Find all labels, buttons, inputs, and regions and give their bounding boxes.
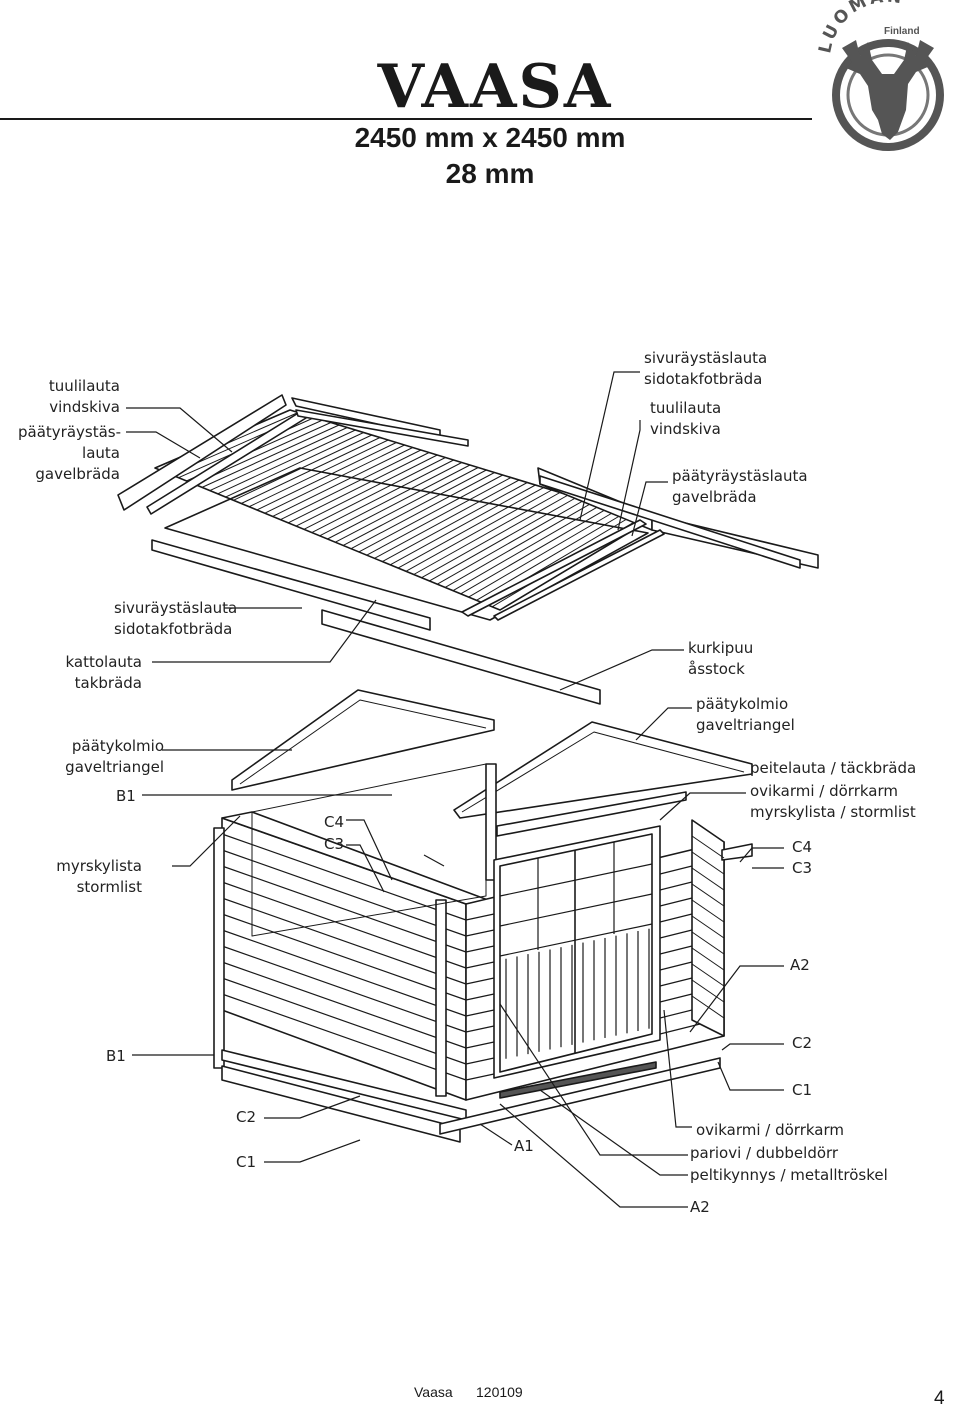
label-c1-right: C1 (792, 1081, 813, 1099)
moose-head-icon (832, 39, 944, 151)
side-eave-lower-piece (151, 539, 431, 631)
label-gable-triangle-right: päätykolmio gaveltriangel (696, 695, 795, 734)
windboard-left-piece (117, 394, 287, 511)
label-a2-bottom: A2 (690, 1198, 710, 1216)
label-c1-left: C1 (236, 1153, 257, 1171)
label-b1-top: B1 (116, 787, 136, 805)
page-title: VAASA (377, 52, 613, 122)
logo-country: Finland (884, 26, 920, 37)
ridge-beam (321, 609, 601, 705)
title-rule (0, 118, 812, 120)
thickness-text: 28 mm (445, 158, 535, 189)
label-gable-board-left: päätyräystäs- lauta gavelbräda (18, 423, 122, 483)
footer-code: 120109 (476, 1384, 523, 1400)
gable-triangle-left-piece (231, 689, 495, 791)
label-a2-right: A2 (790, 956, 810, 974)
floor-beam-c1-left (221, 1065, 461, 1143)
label-c3-left: C3 (324, 835, 345, 853)
dimensions-text: 2450 mm x 2450 mm (354, 122, 626, 153)
back-wall (251, 763, 497, 937)
label-gable-triangle-left: päätykolmio gaveltriangel (65, 737, 164, 776)
label-storm-strip-left: myrskylista stormlist (56, 857, 142, 896)
label-door-frame-top: ovikarmi / dörrkarm (750, 782, 899, 800)
double-door-piece (499, 833, 653, 1073)
label-c3-right: C3 (792, 859, 813, 877)
label-side-eave-top: sivuräystäslauta sidotakfotbräda (644, 349, 768, 388)
luoman-logo: LUOMAN Finland (815, 0, 944, 151)
label-gable-board-right: päätyräystäslauta gavelbräda (672, 467, 808, 506)
label-b1-bottom: B1 (106, 1047, 126, 1065)
label-side-eave-left: sivuräystäslauta sidotakfotbräda (114, 599, 238, 638)
gable-triangle-right-piece (453, 721, 753, 819)
label-c4-right: C4 (792, 838, 813, 856)
label-a1: A1 (514, 1137, 534, 1155)
threshold-strip (499, 1061, 657, 1099)
gable-board-right-piece (539, 475, 801, 569)
label-c4-left: C4 (324, 813, 345, 831)
page-number: 4 (934, 1388, 945, 1409)
label-ridge: kurkipuu åsstock (688, 639, 754, 678)
cover-board-piece (496, 791, 687, 837)
leader-lines (126, 371, 784, 1208)
label-double-door: pariovi / dubbeldörr (690, 1144, 839, 1162)
right-wall (691, 819, 753, 1037)
label-roof-board: kattolauta takbräda (65, 653, 143, 692)
footer-model: Vaasa (414, 1384, 453, 1400)
label-storm-strip-right: myrskylista / stormlist (750, 803, 916, 821)
label-door-frame-bottom: ovikarmi / dörrkarm (696, 1121, 845, 1139)
side-eave-top-piece (291, 397, 469, 447)
label-windboard-right: tuulilauta vindskiva (650, 399, 722, 438)
label-cover-board: peitelauta / täckbräda (750, 759, 917, 777)
label-c2-left: C2 (236, 1108, 257, 1126)
roof-edge-strips (461, 519, 665, 621)
label-windboard-left: tuulilauta vindskiva (48, 377, 120, 416)
label-c2-right: C2 (792, 1034, 813, 1052)
left-wall (213, 811, 489, 1101)
label-threshold: peltikynnys / metalltröskel (690, 1166, 888, 1184)
